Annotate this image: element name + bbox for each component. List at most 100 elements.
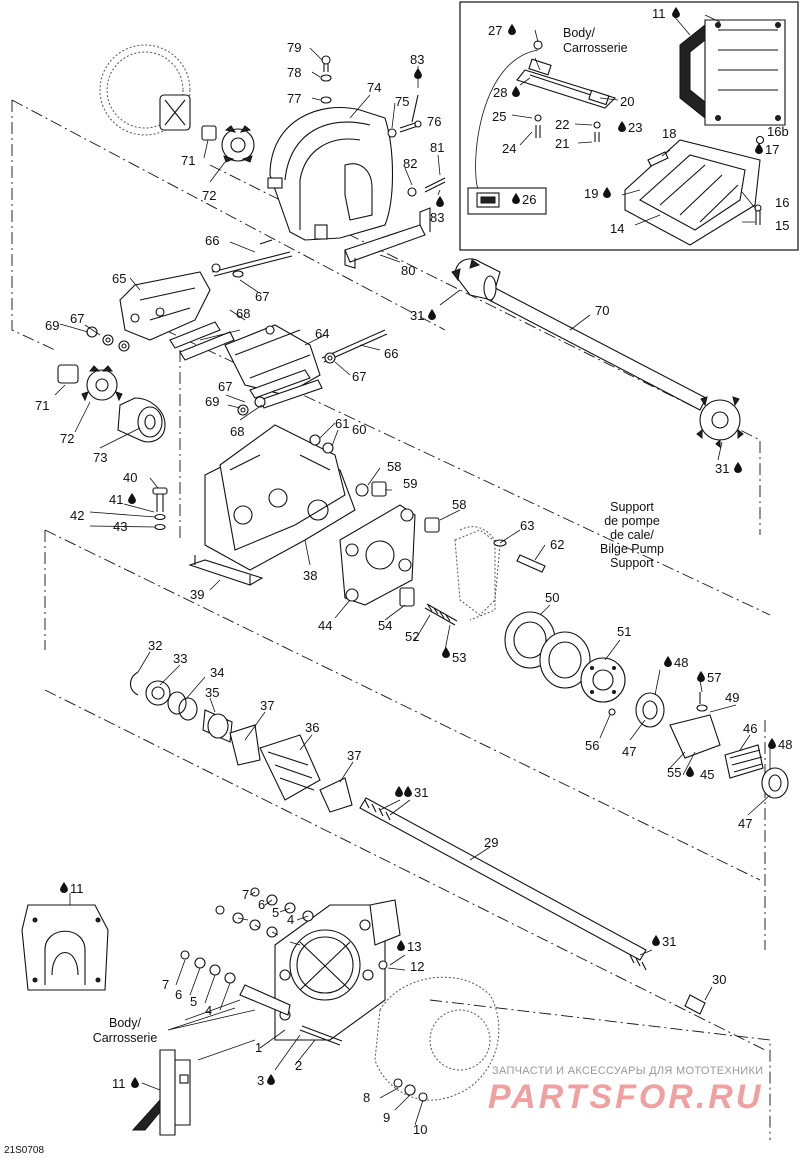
callout-67-b: 67 (70, 311, 84, 326)
callout-44: 44 (318, 618, 332, 633)
inset-bracket-11 (131, 1049, 191, 1136)
support-bracket-65 (86, 271, 235, 361)
callout-27: 27 (488, 23, 502, 38)
watermark: ЗАПЧАСТИ И АКСЕССУАРЫ ДЛЯ МОТОТЕХНИКИ PA… (488, 1065, 763, 1116)
callout-70: 70 (595, 303, 609, 318)
callout-81: 81 (430, 140, 444, 155)
callout-60: 60 (352, 422, 366, 437)
diagram-code: 21S0708 (4, 1145, 44, 1156)
callout-59: 59 (403, 476, 417, 491)
inset-body-label-fr: Carrosserie (563, 41, 628, 55)
callout-58-b: 58 (452, 497, 466, 512)
callout-33: 33 (173, 651, 187, 666)
pump-support-frame (188, 424, 387, 586)
callout-68-b: 68 (230, 424, 244, 439)
callout-31-c: 31 (414, 785, 428, 800)
callout-31-d: 31 (662, 934, 676, 949)
callout-22: 22 (555, 117, 569, 132)
callout-41: 41 (109, 492, 123, 507)
callout-37-a: 37 (260, 698, 274, 713)
callout-31-a: 31 (410, 308, 424, 323)
callout-11-top: 11 (652, 6, 666, 21)
callout-14: 14 (610, 221, 624, 236)
callout-77: 77 (287, 91, 301, 106)
plate-51 (580, 657, 626, 716)
callout-71-bottom: 71 (35, 398, 49, 413)
pump-housing (239, 899, 401, 1046)
callout-36: 36 (305, 720, 319, 735)
fasteners-top (211, 55, 446, 278)
callout-13: 13 (407, 939, 421, 954)
callout-12: 12 (410, 959, 424, 974)
inset-seal-11 (21, 904, 109, 991)
inset-body-panel (459, 1, 799, 251)
callout-54: 54 (378, 618, 392, 633)
bilge-support-label-1: Support (610, 500, 654, 514)
bolt-stack-40-43 (152, 487, 168, 531)
callout-21: 21 (555, 136, 569, 151)
callout-49: 49 (725, 690, 739, 705)
callout-62: 62 (550, 537, 564, 552)
callout-52: 52 (405, 629, 419, 644)
watermark-brand: PARTSFOR.RU (488, 1078, 763, 1116)
callout-23: 23 (628, 120, 642, 135)
callout-50: 50 (545, 590, 559, 605)
callout-29: 29 (484, 835, 498, 850)
callout-68-a: 68 (236, 306, 250, 321)
callout-82: 82 (403, 156, 417, 171)
callout-79: 79 (287, 40, 301, 55)
callout-69-b: 69 (205, 394, 219, 409)
callout-76: 76 (427, 114, 441, 129)
bilge-support-label-2: de pompe (604, 514, 660, 528)
callout-10: 10 (413, 1122, 427, 1137)
callout-31-b: 31 (715, 461, 729, 476)
watermark-tagline: ЗАПЧАСТИ И АКСЕССУАРЫ ДЛЯ МОТОТЕХНИКИ (492, 1065, 763, 1077)
callout-46: 46 (743, 721, 757, 736)
callout-20: 20 (620, 94, 634, 109)
callout-5-a: 5 (272, 905, 279, 920)
callout-28: 28 (493, 85, 507, 100)
seal-stack (129, 671, 353, 813)
callout-18: 18 (662, 126, 676, 141)
callout-35: 35 (205, 685, 219, 700)
callout-47-a: 47 (622, 744, 636, 759)
callout-5-b: 5 (190, 994, 197, 1009)
callout-9: 9 (383, 1110, 390, 1125)
drive-shaft-cover (267, 106, 431, 269)
callout-75: 75 (395, 94, 409, 109)
callout-67-a: 67 (255, 289, 269, 304)
callout-34: 34 (210, 665, 224, 680)
callout-16: 16 (775, 195, 789, 210)
impeller-shaft-29 (359, 797, 706, 1015)
body-label-bottom-fr: Carrosserie (93, 1031, 158, 1045)
callout-4-b: 4 (205, 1003, 212, 1018)
callout-40: 40 (123, 470, 137, 485)
pto-coupling-left (57, 364, 166, 443)
callout-65: 65 (112, 271, 126, 286)
callout-47-b: 47 (738, 816, 752, 831)
callout-53: 53 (452, 650, 466, 665)
callout-26: 26 (522, 192, 536, 207)
callout-7-a: 7 (242, 887, 249, 902)
callout-72-bottom: 72 (60, 431, 74, 446)
leader-lines (54, 14, 771, 1126)
callout-67-d: 67 (218, 379, 232, 394)
callout-45: 45 (700, 767, 714, 782)
bearing-50 (504, 611, 591, 689)
callout-11-bottom: 11 (70, 881, 84, 896)
callout-7-b: 7 (162, 977, 169, 992)
callout-66-b: 66 (384, 346, 398, 361)
callout-83-bottom: 83 (430, 210, 444, 225)
callout-61: 61 (335, 416, 349, 431)
support-bracket-64 (224, 324, 388, 416)
callout-11-inset: 11 (112, 1076, 126, 1091)
callout-83-top: 83 (410, 52, 424, 67)
callout-51: 51 (617, 624, 631, 639)
callout-48-b: 48 (778, 737, 792, 752)
drive-shaft-70 (451, 258, 744, 448)
bilge-support-label-5: Support (610, 556, 654, 570)
assembly-lines (11, 99, 771, 1140)
callout-4-a: 4 (287, 912, 294, 927)
callout-3: 3 (257, 1073, 264, 1088)
